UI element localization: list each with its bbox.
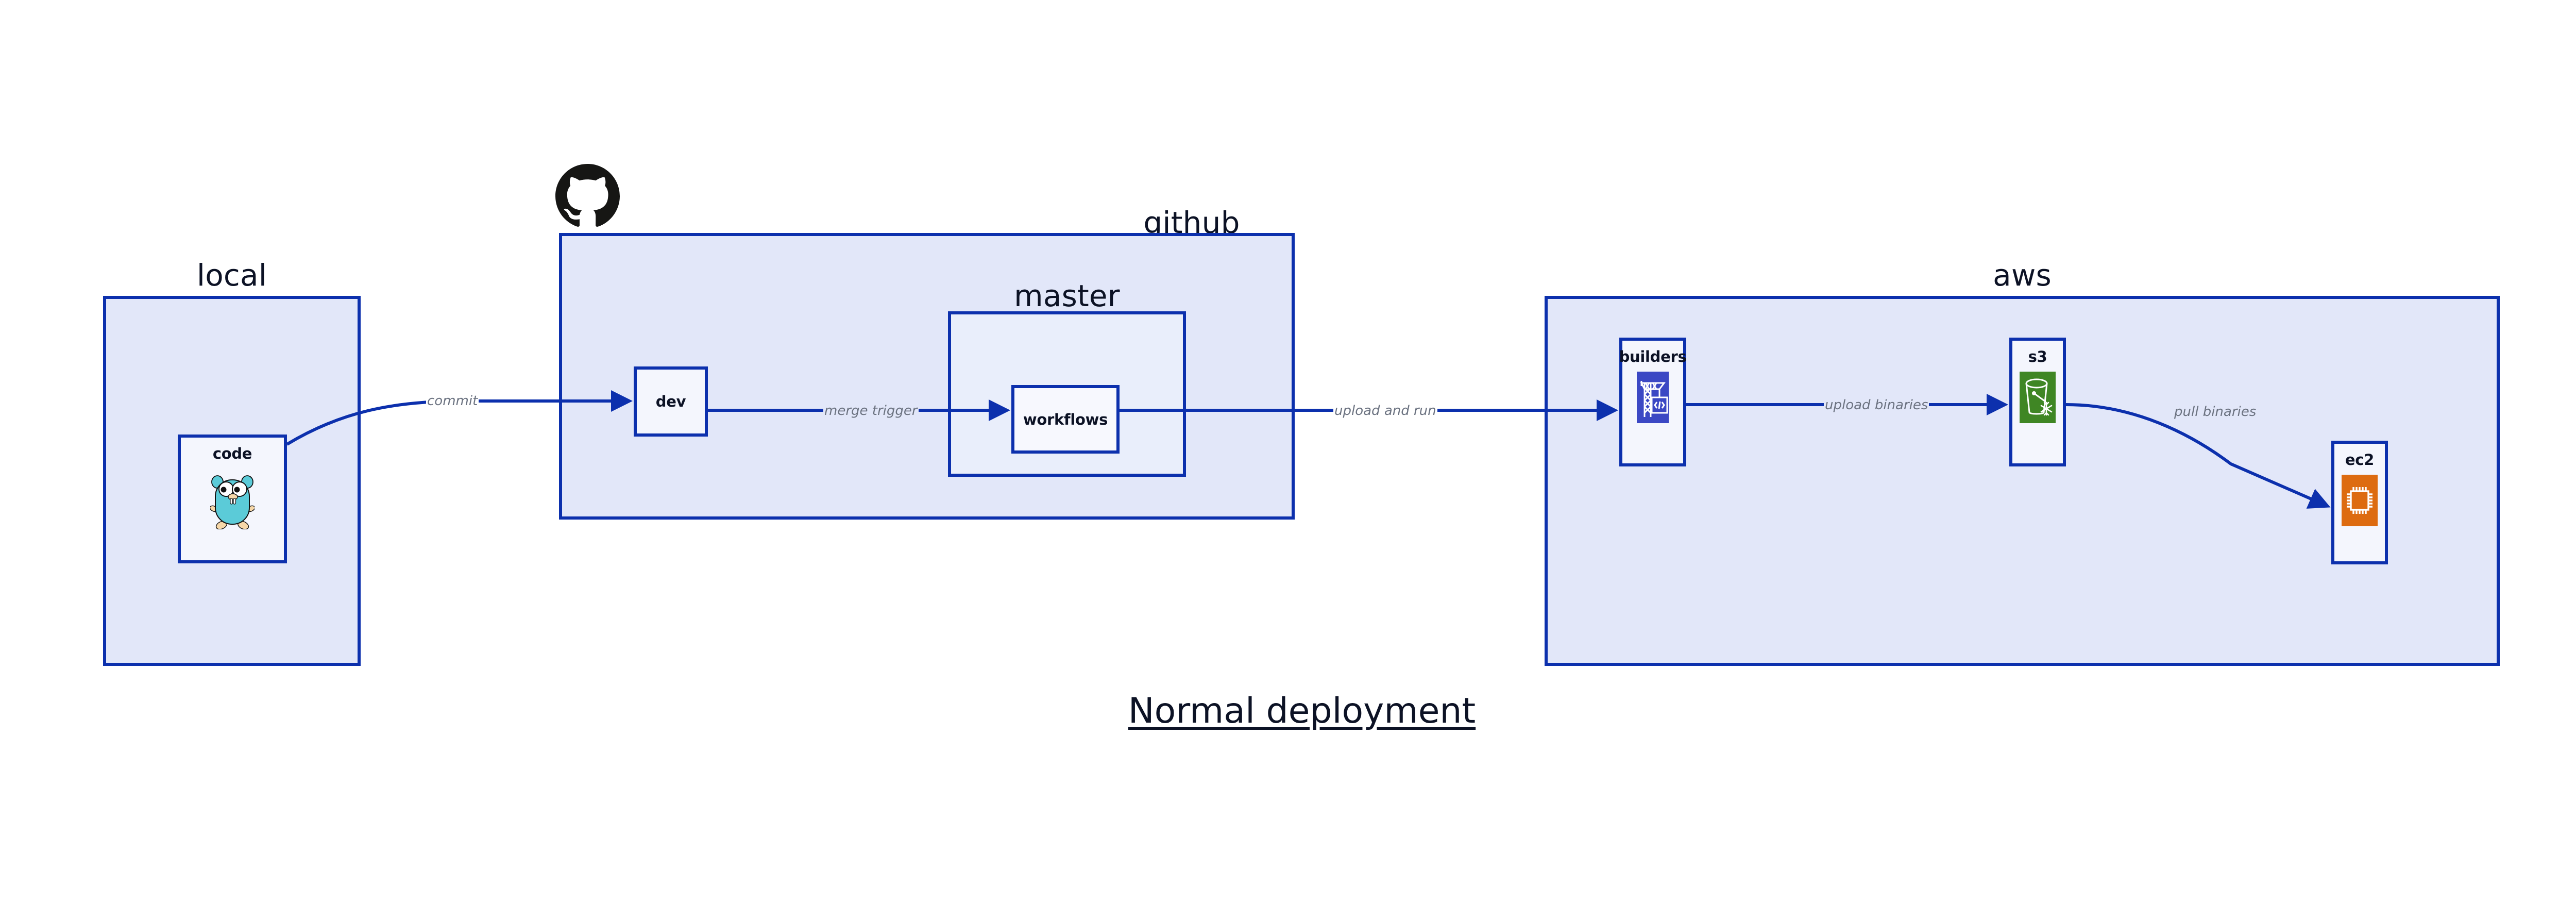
- edge-label-upload-and-run: upload and run: [1333, 403, 1437, 419]
- aws-s3-glacier-icon: [2020, 372, 2056, 425]
- node-label-code: code: [212, 445, 252, 462]
- group-label-aws: aws: [1993, 258, 2052, 293]
- node-label-dev: dev: [655, 393, 686, 410]
- group-label-local: local: [196, 258, 267, 293]
- go-gopher-icon: [209, 469, 256, 531]
- aws-codebuild-icon: [1637, 372, 1669, 425]
- node-label-workflows: workflows: [1023, 410, 1108, 428]
- edge-label-merge-trigger: merge trigger: [823, 403, 919, 419]
- node-dev[interactable]: dev: [634, 366, 708, 437]
- node-s3[interactable]: s3: [2009, 338, 2066, 466]
- node-label-ec2: ec2: [2345, 451, 2375, 469]
- node-label-s3: s3: [2028, 348, 2047, 365]
- edge-label-commit: commit: [426, 393, 479, 409]
- github-octocat-logo: [555, 164, 620, 228]
- node-code[interactable]: code: [178, 435, 287, 563]
- diagram-title: Normal deployment: [1128, 691, 1476, 731]
- edge-label-pull-binaries: pull binaries: [2174, 404, 2257, 420]
- group-label-master: master: [1014, 278, 1120, 313]
- node-builders[interactable]: builders: [1619, 338, 1687, 466]
- edge-label-upload-binaries: upload binaries: [1824, 397, 1929, 413]
- node-label-builders: builders: [1619, 348, 1687, 365]
- node-workflows[interactable]: workflows: [1011, 385, 1120, 454]
- aws-ec2-icon: [2342, 475, 2378, 528]
- node-ec2[interactable]: ec2: [2331, 441, 2388, 564]
